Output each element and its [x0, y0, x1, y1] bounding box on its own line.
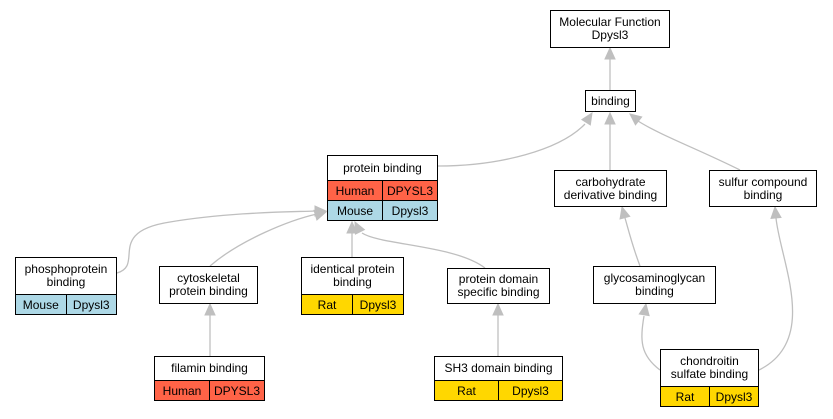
species-row-mouse: Mouse Dpysl3: [328, 200, 437, 220]
node-sh3-domain-binding[interactable]: SH3 domain binding Rat Dpysl3: [434, 356, 563, 401]
species-row-human: Human DPYSL3: [155, 380, 264, 400]
edge-gag_binding-to-carb_binding: [624, 217, 641, 267]
arrowhead-binding: [580, 111, 593, 126]
gene-cell: DPYSL3: [209, 381, 264, 400]
gene-cell: Dpysl3: [498, 381, 562, 400]
node-title: phosphoprotein binding: [24, 262, 108, 289]
node-title: Molecular Function Dpysl3: [559, 15, 661, 42]
species-row-rat: Rat Dpysl3: [661, 386, 758, 406]
arrowhead-carb_binding: [619, 205, 631, 220]
edge-cyto_binding-to-protein_binding: [209, 213, 318, 267]
arrowhead-mf_root: [604, 46, 616, 60]
species-row-mouse: Mouse Dpysl3: [16, 294, 116, 314]
node-title: glycosaminoglycan binding: [603, 271, 706, 298]
edge-chondroitin_binding-to-sulfur_binding: [758, 217, 794, 371]
node-cytoskeletal-protein-binding[interactable]: cytoskeletal protein binding: [159, 266, 258, 304]
gene-cell: Dpysl3: [65, 295, 116, 314]
node-binding[interactable]: binding: [585, 90, 636, 112]
node-molecular-function[interactable]: Molecular Function Dpysl3: [550, 10, 670, 48]
edge-chondroitin_binding-to-gag_binding: [641, 315, 661, 371]
gene-cell: Dpysl3: [352, 295, 403, 314]
edge-domain_binding-to-protein_binding: [361, 232, 486, 269]
node-title: carbohydrate derivative binding: [563, 174, 658, 202]
node-protein-domain-specific-binding[interactable]: protein domain specific binding: [447, 268, 550, 304]
node-carbohydrate-derivative-binding[interactable]: carbohydrate derivative binding: [554, 170, 667, 207]
node-title: cytoskeletal protein binding: [169, 271, 248, 298]
arrowhead-sulfur_binding: [770, 205, 782, 219]
arrowhead-protein_binding: [313, 209, 328, 221]
species-row-rat: Rat Dpysl3: [435, 380, 562, 400]
node-title: protein domain specific binding: [457, 272, 540, 299]
gene-cell: Dpysl3: [382, 201, 437, 220]
species-cell: Human: [328, 181, 382, 200]
gene-cell: DPYSL3: [382, 181, 437, 200]
node-filamin-binding[interactable]: filamin binding Human DPYSL3: [154, 356, 265, 401]
node-phosphoprotein-binding[interactable]: phosphoprotein binding Mouse Dpysl3: [15, 257, 117, 315]
node-title: SH3 domain binding: [444, 361, 553, 375]
arrowhead-protein_binding: [346, 220, 358, 234]
edge-sulfur_binding-to-binding: [637, 120, 741, 171]
edge-phospho_binding-to-protein_binding: [116, 210, 316, 274]
node-chondroitin-sulfate-binding[interactable]: chondroitin sulfate binding Rat Dpysl3: [660, 349, 759, 407]
node-title: identical protein binding: [310, 262, 395, 289]
species-cell: Rat: [302, 295, 352, 314]
node-title: chondroitin sulfate binding: [670, 354, 749, 381]
node-sulfur-compound-binding[interactable]: sulfur compound binding: [709, 170, 817, 207]
node-glycosaminoglycan-binding[interactable]: glycosaminoglycan binding: [593, 266, 716, 304]
arrowhead-binding: [604, 111, 616, 125]
arrowhead-protein_binding: [354, 220, 366, 235]
species-cell: Human: [155, 381, 209, 400]
edge-protein_binding-to-binding: [437, 123, 586, 167]
arrowhead-gag_binding: [638, 302, 650, 317]
node-title: binding: [591, 93, 630, 108]
species-cell: Rat: [435, 381, 498, 400]
species-cell: Mouse: [328, 201, 382, 220]
arrowhead-cyto_binding: [204, 302, 216, 316]
node-title: filamin binding: [171, 361, 248, 375]
arrowhead-binding: [629, 113, 643, 126]
species-cell: Mouse: [16, 295, 66, 314]
node-title: sulfur compound binding: [718, 174, 808, 202]
node-title: protein binding: [343, 160, 422, 175]
species-row-human: Human DPYSL3: [328, 180, 437, 200]
node-protein-binding[interactable]: protein binding Human DPYSL3 Mouse Dpysl…: [327, 155, 438, 221]
species-row-rat: Rat Dpysl3: [302, 294, 403, 314]
gene-cell: Dpysl3: [709, 387, 758, 406]
arrowhead-domain_binding: [492, 302, 504, 316]
node-identical-protein-binding[interactable]: identical protein binding Rat Dpysl3: [301, 257, 404, 315]
species-cell: Rat: [661, 387, 709, 406]
